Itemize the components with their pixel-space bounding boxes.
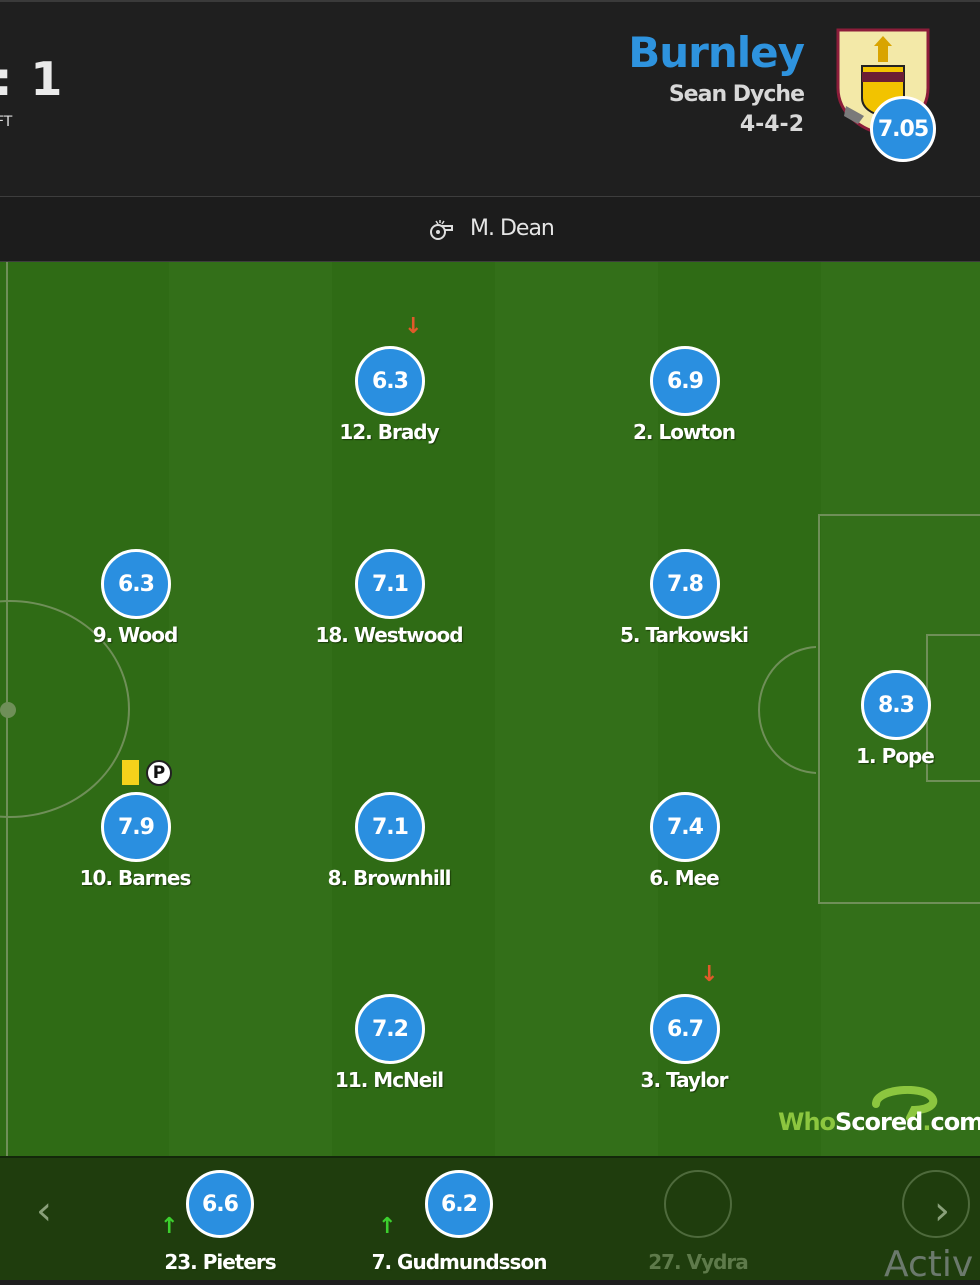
watermark-dot: .: [922, 1108, 931, 1136]
player-mee[interactable]: 7.4 6. Mee: [594, 792, 774, 902]
player-name: 7. Gudmundsson: [371, 1250, 548, 1274]
player-name: 12. Brady: [339, 420, 439, 444]
referee-name: M. Dean: [470, 216, 555, 241]
pitch-stripe: [495, 262, 658, 1156]
match-header: : 1 FT Burnley Sean Dyche 4-4-2 7.05: [0, 0, 980, 196]
player-rating: 6.7: [650, 994, 720, 1064]
player-name: 5. Tarkowski: [620, 623, 749, 647]
player-rating: 6.3: [355, 346, 425, 416]
player-name: 10. Barnes: [79, 866, 192, 890]
watermark-com: com: [930, 1108, 980, 1136]
sub-on-arrow-icon: ↑: [160, 1214, 179, 1239]
player-rating: 7.1: [355, 792, 425, 862]
sub-on-arrow-icon: ↑: [378, 1214, 397, 1239]
player-pope[interactable]: 8.3 1. Pope: [805, 670, 980, 780]
player-name: 8. Brownhill: [327, 866, 452, 890]
player-rating: 7.2: [355, 994, 425, 1064]
player-taylor[interactable]: 6.7 3. Taylor: [594, 994, 774, 1104]
player-brownhill[interactable]: 7.1 8. Brownhill: [299, 792, 479, 902]
whistle-icon: [430, 220, 453, 240]
team-rating-badge: 7.05: [870, 96, 936, 162]
bench-prev-button[interactable]: ‹: [36, 1188, 52, 1234]
bench-player-unused[interactable]: [846, 1160, 980, 1278]
match-score: : 1: [0, 52, 64, 106]
empty-rating-circle: [664, 1170, 732, 1238]
player-wood[interactable]: 6.3 9. Wood: [45, 549, 225, 659]
player-name: 9. Wood: [92, 623, 179, 647]
player-name: 2. Lowton: [633, 420, 736, 444]
pitch: ↓ 6.3 12. Brady 6.9 2. Lowton 6.3 9. Woo…: [0, 262, 980, 1156]
penalty-icon: P: [146, 760, 172, 786]
player-barnes[interactable]: 7.9 10. Barnes: [45, 792, 225, 902]
empty-rating-circle: [902, 1170, 970, 1238]
sub-off-arrow-icon: ↓: [404, 314, 423, 339]
activation-overlay-text: Activ: [884, 1244, 974, 1285]
pitch-stripe: [169, 262, 332, 1156]
whoscored-question-icon: [872, 1086, 938, 1122]
player-name: 6. Mee: [649, 866, 720, 890]
sub-off-arrow-icon: ↓: [700, 962, 719, 987]
bench-next-button[interactable]: ›: [934, 1188, 950, 1234]
centre-spot: [0, 702, 16, 718]
player-rating: 7.4: [650, 792, 720, 862]
team-manager: Sean Dyche: [668, 82, 805, 107]
watermark-who: Who: [778, 1108, 836, 1136]
player-lowton[interactable]: 6.9 2. Lowton: [594, 346, 774, 456]
bench-bar: ‹ ↑ 6.6 23. Pieters ↑ 6.2 7. Gudmundsson…: [0, 1156, 980, 1280]
penalty-area: [818, 514, 980, 904]
team-formation: 4-4-2: [739, 112, 804, 137]
player-name: 27. Vydra: [648, 1250, 749, 1274]
bench-player-gudmundsson[interactable]: 6.2 7. Gudmundsson: [369, 1160, 549, 1278]
player-rating: 6.2: [425, 1170, 493, 1238]
player-westwood[interactable]: 7.1 18. Westwood: [299, 549, 479, 659]
player-rating: 6.3: [101, 549, 171, 619]
match-status: FT: [0, 114, 13, 130]
player-rating: 7.9: [101, 792, 171, 862]
player-name: 1. Pope: [856, 744, 935, 768]
team-name[interactable]: Burnley: [628, 28, 805, 77]
player-name: 11. McNeil: [334, 1068, 444, 1092]
player-name: 23. Pieters: [164, 1250, 276, 1274]
player-rating: 6.9: [650, 346, 720, 416]
player-name: 18. Westwood: [315, 623, 463, 647]
player-rating: 6.6: [186, 1170, 254, 1238]
player-rating: 8.3: [861, 670, 931, 740]
whoscored-logo: WhoScored.com: [778, 1086, 980, 1146]
player-name: 3. Taylor: [640, 1068, 729, 1092]
yellow-card-icon: [122, 760, 139, 785]
referee-bar: M. Dean: [0, 196, 980, 262]
player-brady[interactable]: 6.3 12. Brady: [299, 346, 479, 456]
watermark-scored: Scored: [835, 1108, 923, 1136]
player-rating: 7.1: [355, 549, 425, 619]
bench-player-vydra[interactable]: 27. Vydra: [608, 1160, 788, 1278]
player-tarkowski[interactable]: 7.8 5. Tarkowski: [594, 549, 774, 659]
bench-player-pieters[interactable]: 6.6 23. Pieters: [130, 1160, 310, 1278]
player-mcneil[interactable]: 7.2 11. McNeil: [299, 994, 479, 1104]
player-rating: 7.8: [650, 549, 720, 619]
